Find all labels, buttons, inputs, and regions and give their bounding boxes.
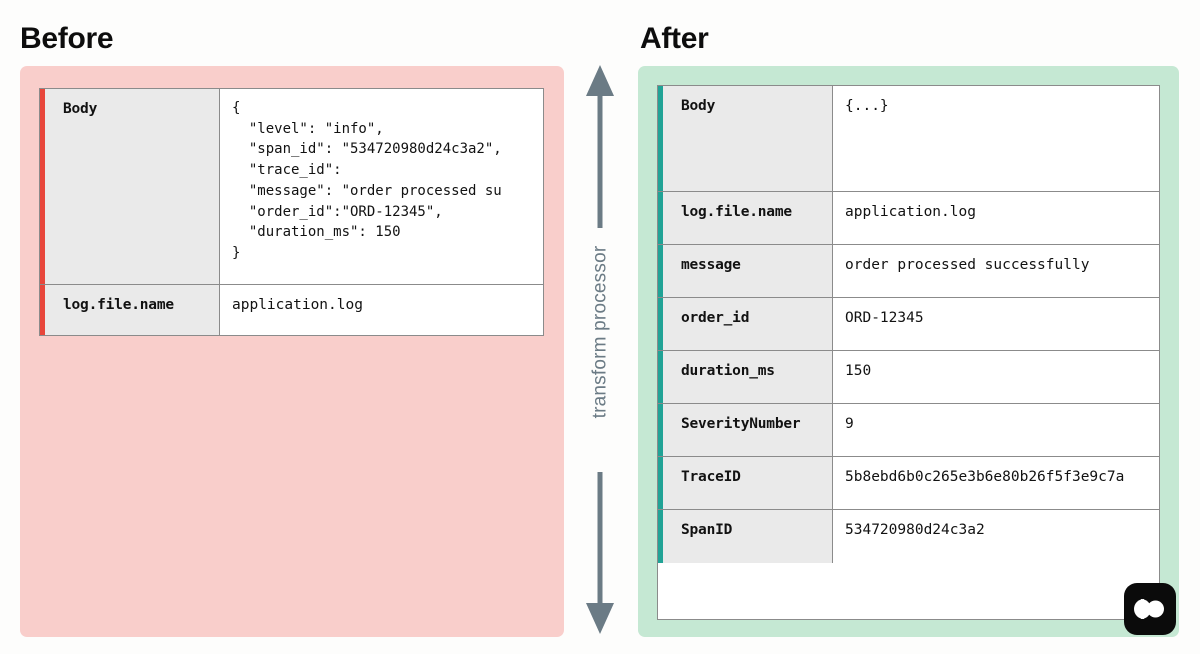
table-cell-key: order_id bbox=[663, 298, 833, 350]
table-cell-key: SpanID bbox=[663, 510, 833, 563]
transform-processor-label: transform processor bbox=[573, 212, 627, 452]
page-title-before: Before bbox=[20, 22, 114, 55]
row-accent-bar bbox=[658, 192, 663, 244]
table-cell-value: application.log bbox=[845, 204, 976, 220]
row-accent-bar bbox=[658, 86, 663, 191]
table-cell-value: 5b8ebd6b0c265e3b6e80b26f5f3e9c7a bbox=[845, 469, 1125, 485]
table-cell-value: {...} bbox=[845, 98, 889, 114]
table-cell-value: 534720980d24c3a2 bbox=[845, 522, 985, 538]
brand-logo-glyph bbox=[1134, 599, 1164, 619]
table-cell-key: duration_ms bbox=[663, 351, 833, 403]
row-accent-bar bbox=[658, 298, 663, 350]
before-log-table: Body { "level": "info", "span_id": "5347… bbox=[39, 88, 544, 336]
before-panel: Body { "level": "info", "span_id": "5347… bbox=[20, 66, 564, 637]
table-row: log.file.name application.log bbox=[40, 285, 543, 335]
table-row: TraceID 5b8ebd6b0c265e3b6e80b26f5f3e9c7a bbox=[658, 457, 1159, 510]
row-accent-bar bbox=[658, 404, 663, 456]
table-cell-key: Body bbox=[663, 86, 833, 191]
table-cell-key: log.file.name bbox=[45, 285, 220, 335]
table-cell-value: ORD-12345 bbox=[845, 310, 924, 326]
table-cell-value: 9 bbox=[845, 416, 854, 432]
table-cell-value: order processed successfully bbox=[845, 257, 1090, 273]
table-cell-value: 150 bbox=[845, 363, 872, 379]
table-row: log.file.name application.log bbox=[658, 192, 1159, 245]
table-row: message order processed successfully bbox=[658, 245, 1159, 298]
row-accent-bar bbox=[40, 89, 45, 284]
table-cell-key: TraceID bbox=[663, 457, 833, 509]
row-accent-bar bbox=[658, 245, 663, 297]
page-title-after: After bbox=[640, 22, 709, 55]
row-accent-bar bbox=[658, 457, 663, 509]
row-accent-bar bbox=[40, 285, 45, 335]
table-row: duration_ms 150 bbox=[658, 351, 1159, 404]
table-cell-value: { "level": "info", "span_id": "534720980… bbox=[232, 100, 502, 262]
table-cell-key: message bbox=[663, 245, 833, 297]
after-log-table: Body {...} log.file.name application.log… bbox=[657, 85, 1160, 620]
table-cell-value: application.log bbox=[232, 297, 363, 313]
table-cell-key: log.file.name bbox=[663, 192, 833, 244]
table-row: Body {...} bbox=[658, 86, 1159, 192]
brand-logo-icon bbox=[1124, 583, 1176, 635]
table-row: SpanID 534720980d24c3a2 bbox=[658, 510, 1159, 563]
table-cell-key: Body bbox=[45, 89, 220, 284]
table-cell-key: SeverityNumber bbox=[663, 404, 833, 456]
table-row: order_id ORD-12345 bbox=[658, 298, 1159, 351]
transform-processor-text: transform processor bbox=[589, 245, 610, 419]
row-accent-bar bbox=[658, 351, 663, 403]
table-row: SeverityNumber 9 bbox=[658, 404, 1159, 457]
double-headed-vertical-arrow-icon bbox=[586, 65, 614, 634]
row-accent-bar bbox=[658, 510, 663, 563]
after-panel: Body {...} log.file.name application.log… bbox=[638, 66, 1179, 637]
table-row: Body { "level": "info", "span_id": "5347… bbox=[40, 89, 543, 285]
